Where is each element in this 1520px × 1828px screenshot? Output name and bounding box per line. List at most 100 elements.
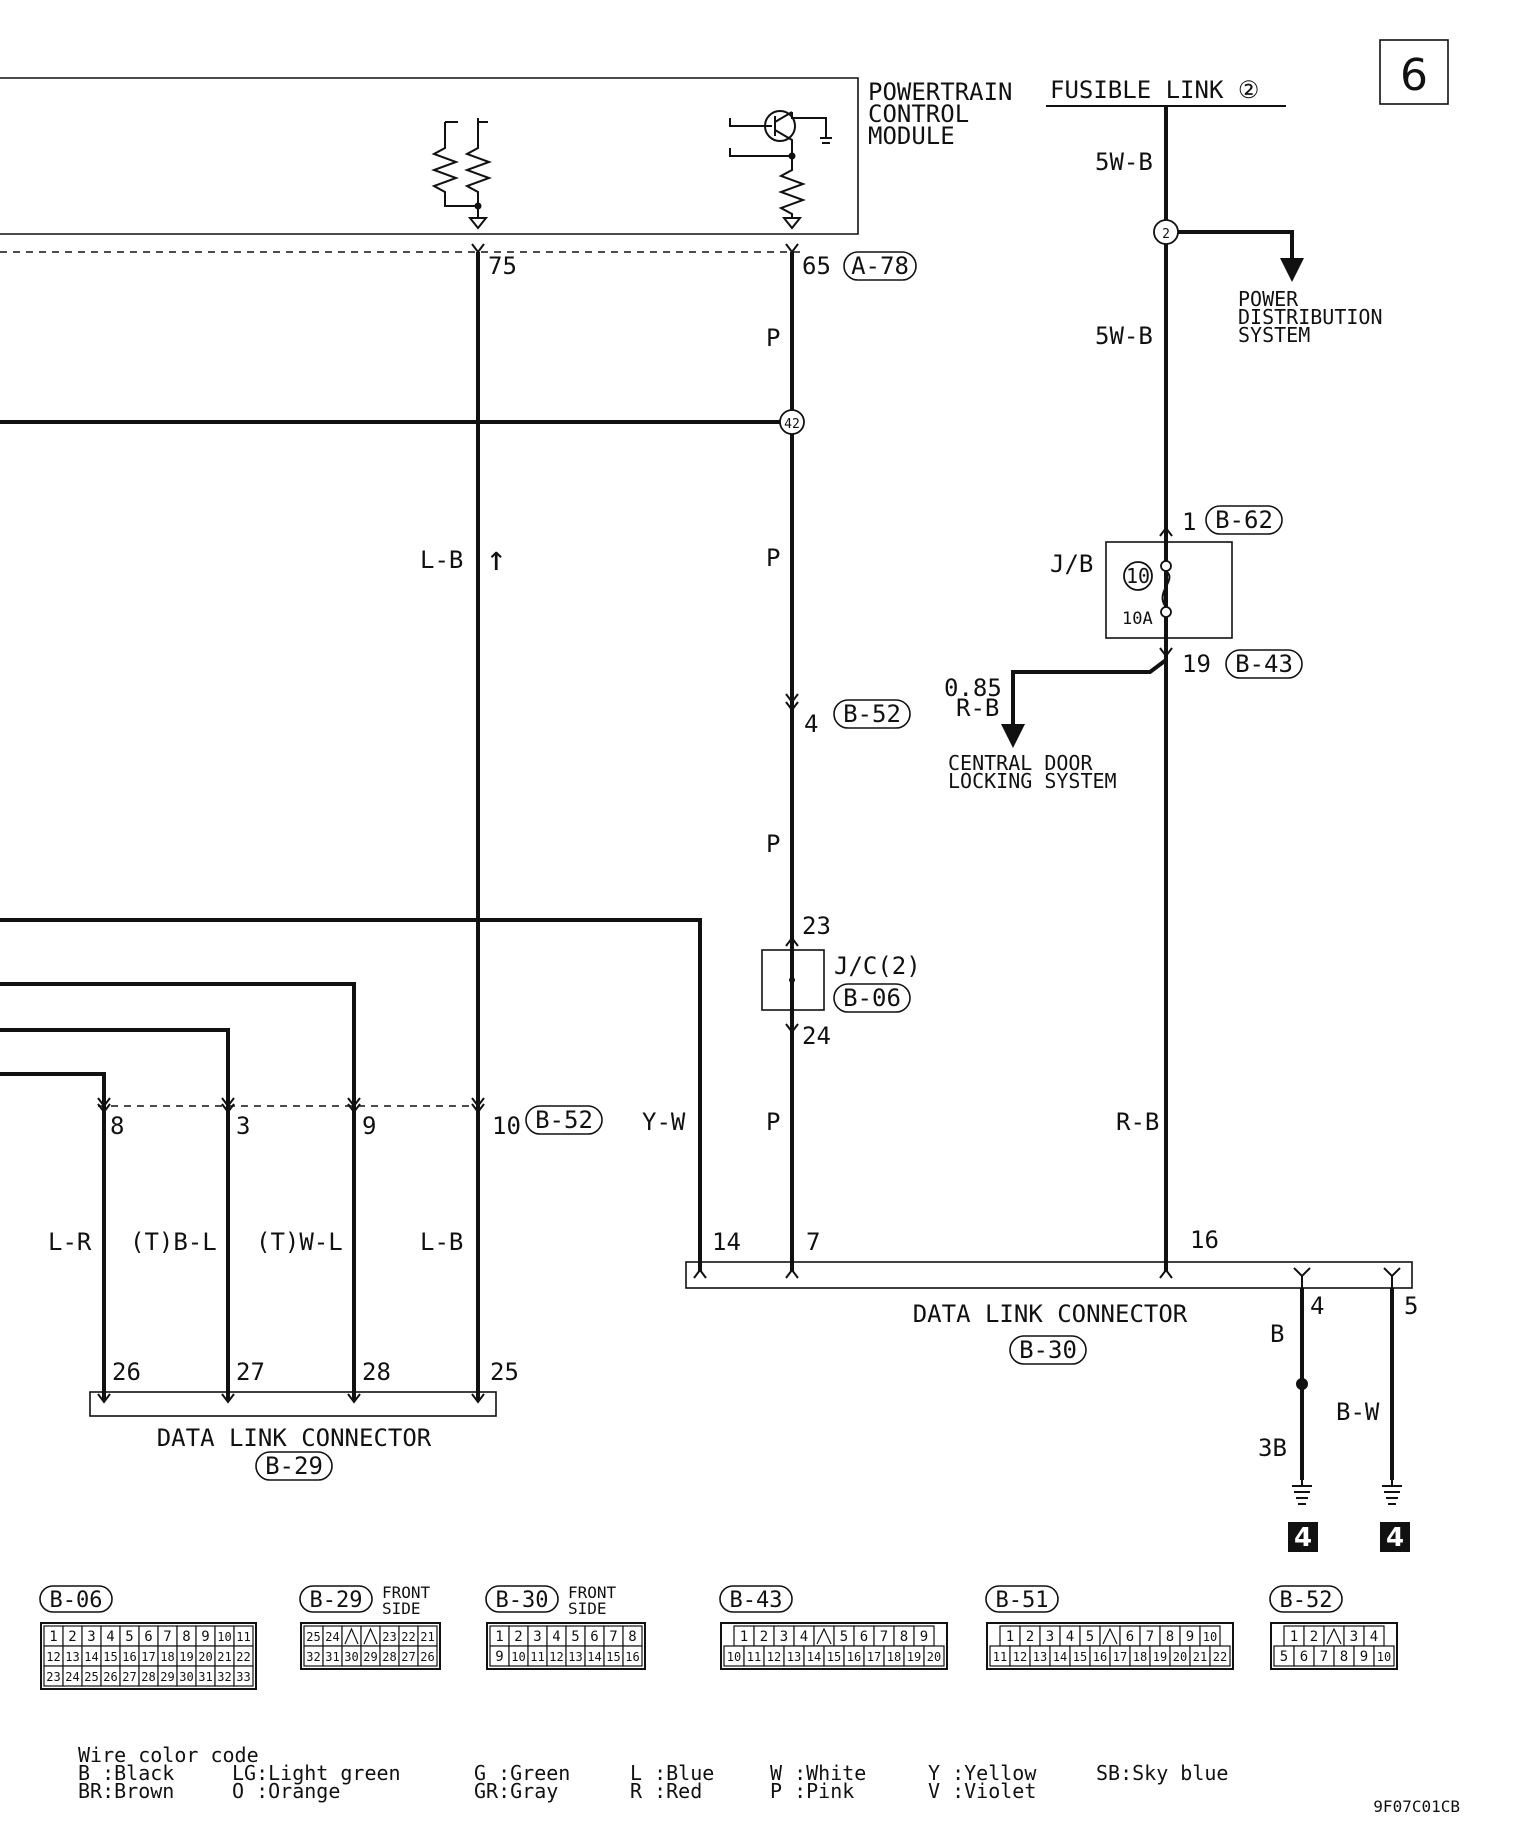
svg-text:V :Violet: V :Violet [928,1779,1036,1803]
tb-l-wire-label: (T)B-L [130,1228,217,1256]
connector-pin: 1 [49,1629,57,1645]
connector-pin: 9 [1186,1629,1194,1645]
b29-pill [255,1451,333,1481]
connector-pin: 16 [847,1650,861,1664]
wire-color-legend: Wire color code B :Black LG:Light green … [78,1743,1228,1803]
connector-pin: 6 [860,1629,868,1645]
svg-text:O :Orange: O :Orange [232,1779,340,1803]
jc-pin-24: 24 [802,1022,831,1050]
connector-pin: 6 [590,1629,598,1645]
connector-pin: 15 [606,1650,620,1664]
connector-pin: 1 [1006,1629,1014,1645]
ground-wire-bw-label: B-W [1336,1398,1380,1426]
jb-box [1105,541,1233,639]
svg-text:SIDE: SIDE [568,1599,607,1618]
fusible-wire-top: 5W-B [1095,148,1153,176]
dlc30-pin-16: 16 [1190,1226,1219,1254]
connector-pin: 25 [84,1670,98,1684]
pcm-pin-75: 75 [488,252,517,280]
connector-pin: 20 [198,1650,212,1664]
power-distribution-branch [1178,230,1304,282]
dlc29-pin-25: 25 [490,1358,519,1386]
ground-point-badge-2 [1380,1522,1410,1552]
connector-pin: 10 [1377,1650,1391,1664]
connector-pin: 8 [628,1629,636,1645]
jb-pin-19: 19 [1182,650,1211,678]
connector-pin: 3 [1046,1629,1054,1645]
pcm-title: POWERTRAIN CONTROL MODULE [868,78,1027,150]
connector-pin: 11 [747,1650,761,1664]
pink-wire-label-2: P [766,544,780,572]
svg-text:L :Blue: L :Blue [630,1761,714,1785]
connector-pin: 3 [1350,1629,1358,1645]
b52-connector-row: B-52 [535,1106,593,1134]
b06-connector-jc: B-06 [843,984,901,1012]
connector-pin: 9 [1360,1649,1368,1665]
pcm-pin-65: 65 [802,252,831,280]
pcm-resistor-icon [431,118,492,230]
svg-text:FRONT: FRONT [568,1583,617,1602]
connector-pin: 5 [1280,1649,1288,1665]
connector-pin: 3 [533,1629,541,1645]
fusible-link-label: FUSIBLE LINK ② [1050,76,1259,104]
a78-connector-pill [843,251,917,281]
door-lock-wire-label: 0.85 R-B [944,674,1016,722]
figure-code: 9F07C01CB [1373,1797,1460,1816]
jc2-label: J/C(2) [834,952,921,980]
svg-text:SB:Sky blue: SB:Sky blue [1096,1761,1228,1785]
pcm-box [0,77,859,235]
connector-pin: 21 [1193,1650,1207,1664]
connector-pin: 29 [160,1670,174,1684]
door-lock-destination: CENTRAL DOOR LOCKING SYSTEM [948,751,1117,793]
connector-pin: 6 [1300,1649,1308,1665]
connector-pin: 9 [201,1629,209,1645]
svg-text:GR:Gray: GR:Gray [474,1779,558,1803]
dlc30-pin-4: 4 [1310,1292,1324,1320]
connector-pin: 4 [1370,1629,1378,1645]
connector-pin: 14 [84,1650,98,1664]
power-distribution-label: POWER DISTRIBUTION SYSTEM [1238,287,1395,347]
connector-pin: 22 [1213,1650,1227,1664]
connector-pin: 7 [880,1629,888,1645]
fuse-number-icon [1123,561,1153,591]
connector-pin: 24 [325,1630,339,1644]
connector-pin: 16 [625,1650,639,1664]
connector-pin: 9 [920,1629,928,1645]
connector-pin: 26 [103,1670,117,1684]
connector-pin: 13 [1033,1650,1047,1664]
b30-connector: B-30 [1019,1336,1077,1364]
connector-name: B-30 [496,1588,549,1613]
connector-pin: 28 [141,1670,155,1684]
pink-pin-4: 4 [804,710,818,738]
connector-pin: 27 [122,1670,136,1684]
connector-pin: 12 [46,1650,60,1664]
connector-pin: 30 [344,1650,358,1664]
connector-pin: 4 [106,1629,114,1645]
lb-wire-label-lower: L-B [420,1228,463,1256]
sheet-number: 6 [1400,50,1428,101]
connector-pin: 15 [1073,1650,1087,1664]
connector-pin: 21 [420,1630,434,1644]
b29-connector: B-29 [265,1452,323,1480]
dlc30-label: DATA LINK CONNECTOR [913,1300,1188,1328]
connector-pin: 6 [144,1629,152,1645]
connector-pin: 20 [927,1650,941,1664]
connector-pin: 27 [401,1650,415,1664]
connector-pin: 10 [727,1650,741,1664]
connector-pin: 11 [993,1650,1007,1664]
connector-pin: 8 [1166,1629,1174,1645]
fuse-rating: 10A [1122,609,1153,629]
connector-pin: 25 [306,1630,320,1644]
b52-pill-row [525,1105,603,1135]
fuse-number: 10 [1126,564,1150,588]
connector-pin: 2 [514,1629,522,1645]
svg-text:B :Black: B :Black [78,1761,174,1785]
b52-pin-8: 8 [110,1112,124,1140]
connector-pin: 1 [495,1629,503,1645]
connector-pin: 32 [217,1670,231,1684]
connector-pin: 23 [382,1630,396,1644]
lr-wire [0,1072,106,1400]
